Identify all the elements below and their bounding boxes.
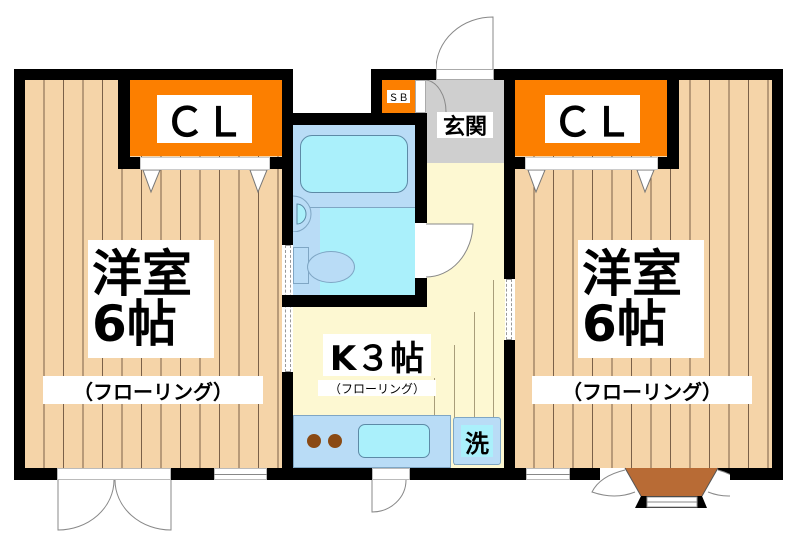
- stove-burner-icon: [307, 434, 321, 448]
- entrance-door-swing: [436, 16, 494, 70]
- wall: [282, 295, 427, 307]
- wall: [718, 468, 783, 480]
- kitchen-door[interactable]: [372, 468, 410, 480]
- wall: [371, 69, 436, 80]
- stove-burner-icon: [328, 434, 342, 448]
- left-closet-label: ＣＬ: [157, 95, 252, 146]
- toilet-bowl: [307, 251, 355, 283]
- wall: [14, 69, 292, 80]
- window-sash-line: [214, 474, 267, 475]
- wall: [504, 69, 515, 279]
- kitchen-title: K３帖: [323, 334, 431, 379]
- kitchen-flooring: （フローリング）: [318, 380, 436, 396]
- wall: [515, 157, 525, 169]
- wall: [267, 468, 372, 480]
- wall: [282, 113, 427, 125]
- right-room-title: 洋室 6帖: [578, 240, 704, 358]
- wall: [282, 69, 293, 245]
- bathroom-door-swing: [426, 223, 474, 278]
- right-closet-door: [525, 157, 658, 170]
- bathroom-door[interactable]: [415, 223, 427, 278]
- bay-window[interactable]: [590, 466, 730, 530]
- wall: [14, 468, 57, 480]
- wall: [415, 113, 427, 223]
- wall: [667, 69, 679, 169]
- right-room-size: 6帖: [582, 295, 667, 353]
- kitchen-door-swing: [371, 480, 407, 513]
- window-sash-line: [526, 474, 570, 475]
- kitchen-floor-line: [434, 378, 435, 425]
- kitchen-floor-line: [474, 312, 475, 465]
- kitchen-floor-line: [493, 280, 494, 465]
- wall: [658, 157, 679, 169]
- balcony-double-door[interactable]: [57, 468, 171, 480]
- wall: [494, 69, 783, 80]
- left-closet-door: [140, 157, 270, 170]
- right-closet-door-marks: [527, 170, 655, 194]
- left-closet-door-marks: [142, 170, 268, 194]
- wall: [371, 69, 382, 119]
- wall: [415, 278, 427, 307]
- shoe-box-door-swing: [426, 80, 447, 113]
- wall: [504, 340, 515, 480]
- left-room-title: 洋室 6帖: [88, 240, 214, 358]
- bathtub: [300, 135, 408, 193]
- left-room-size: 6帖: [92, 295, 177, 353]
- bath-divider: [293, 207, 415, 208]
- left-room-flooring: （フローリング）: [43, 376, 263, 404]
- shoe-box-label: ＳＢ: [387, 90, 410, 104]
- wall: [772, 69, 783, 480]
- entrance-label: 玄関: [437, 112, 493, 140]
- entrance-door[interactable]: [436, 69, 494, 80]
- left-room-type: 洋室: [92, 245, 192, 303]
- wall: [118, 69, 130, 169]
- wall: [118, 157, 140, 169]
- kitchen-floor-line: [454, 345, 455, 465]
- sliding-door-left[interactable]: [285, 245, 291, 372]
- right-room-type: 洋室: [582, 245, 682, 303]
- balcony-door-swing: [57, 480, 172, 531]
- wall: [415, 80, 426, 113]
- sink-icon: [293, 195, 312, 232]
- washer-label: 洗: [461, 425, 493, 458]
- right-room-flooring: （フローリング）: [532, 376, 752, 404]
- wall: [282, 372, 293, 480]
- right-closet-label: ＣＬ: [545, 95, 640, 146]
- sliding-door-right[interactable]: [506, 279, 512, 340]
- kitchen-sink: [358, 424, 430, 458]
- wall: [171, 468, 214, 480]
- wall: [14, 69, 25, 480]
